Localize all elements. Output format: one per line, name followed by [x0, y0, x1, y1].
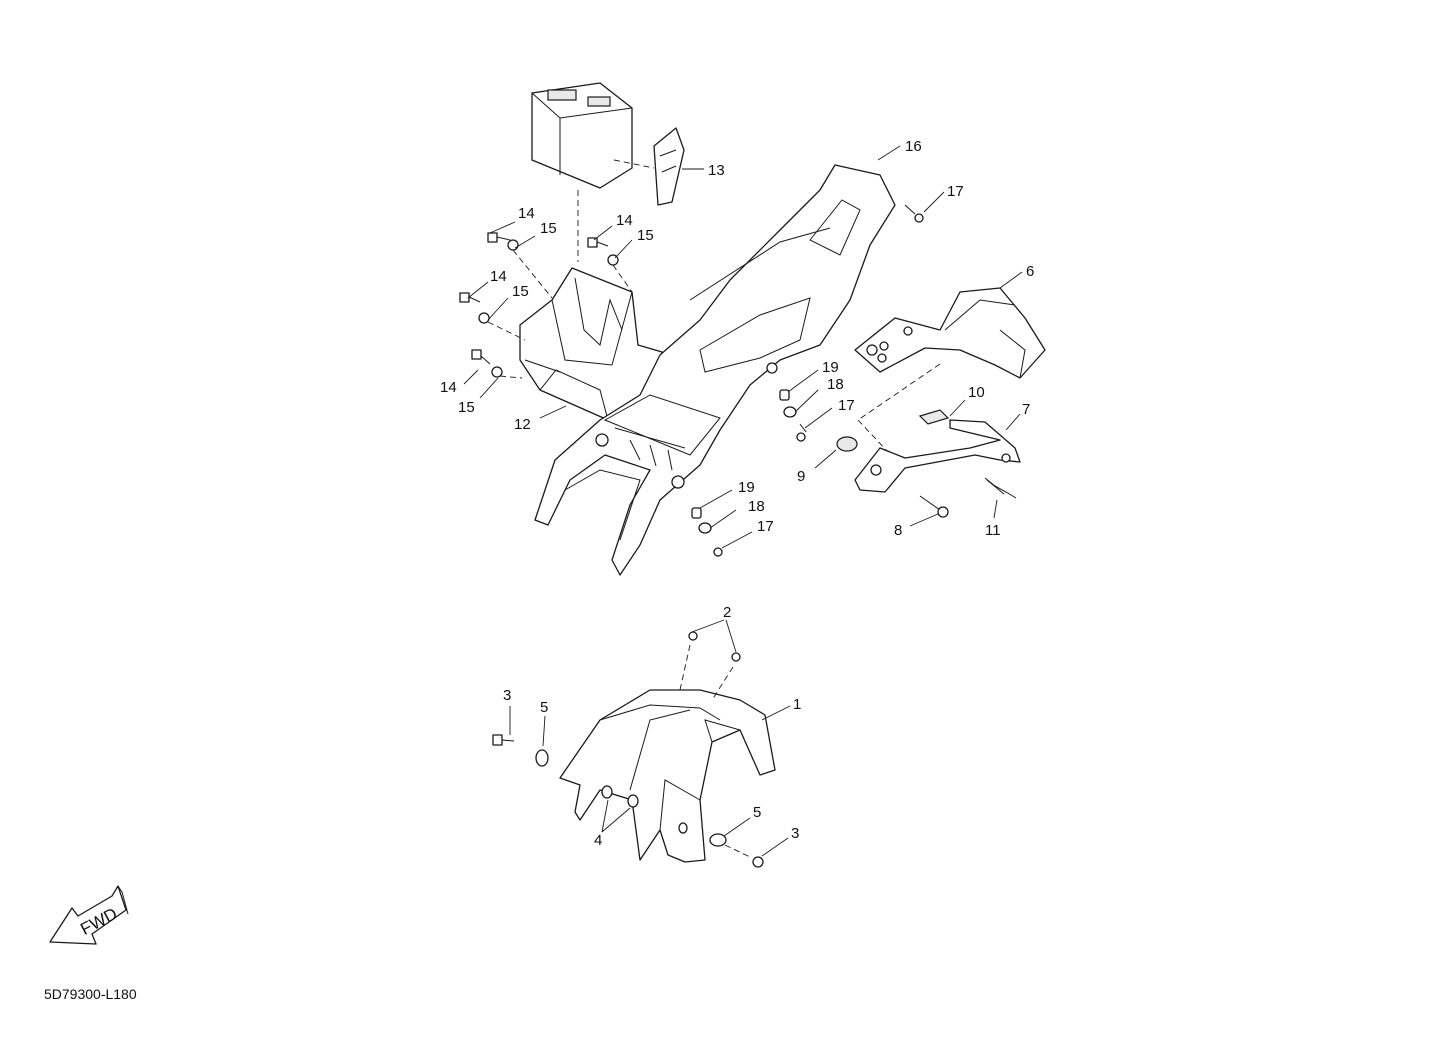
callout-15: 15: [458, 399, 475, 416]
callout-17: 17: [757, 518, 774, 535]
callout-3: 3: [503, 687, 511, 704]
damper: [836, 436, 858, 452]
callout-4: 4: [594, 832, 602, 849]
battery-box: [519, 267, 663, 421]
callout-15: 15: [540, 220, 557, 237]
callout-8: 8: [894, 522, 902, 539]
callout-18: 18: [748, 498, 765, 515]
callout-17: 17: [838, 397, 855, 414]
cable-tie: [984, 477, 1017, 499]
callout-14: 14: [518, 205, 535, 222]
fwd-arrow: FWD: [49, 885, 129, 945]
callout-14: 14: [490, 268, 507, 285]
callout-14: 14: [440, 379, 457, 396]
callout-15: 15: [637, 227, 654, 244]
callout-18: 18: [827, 376, 844, 393]
rear-fender: [534, 164, 896, 576]
callout-10: 10: [968, 384, 985, 401]
callout-numbers: 1 2 3 3 4 5 5 6 7 8 9 10 11 12 13 14 14 …: [440, 138, 1034, 849]
damper-pad: [918, 409, 950, 425]
callout-5: 5: [753, 804, 761, 821]
screws-battery-box: [459, 232, 619, 378]
battery-band: [653, 127, 685, 206]
callout-5: 5: [540, 699, 548, 716]
battery: [531, 82, 633, 189]
callout-12: 12: [514, 416, 531, 433]
callout-13: 13: [708, 162, 725, 179]
diagram-code: 5D79300-L180: [44, 986, 137, 1002]
callout-14: 14: [616, 212, 633, 229]
leader-lines: [463, 145, 1023, 857]
callout-6: 6: [1026, 263, 1034, 280]
fender-screws: [691, 204, 924, 557]
license-stay: [854, 419, 1021, 493]
callout-7: 7: [1022, 401, 1030, 418]
callout-2: 2: [723, 604, 731, 621]
bolt-8: [919, 495, 949, 518]
callout-1: 1: [793, 696, 801, 713]
callout-17: 17: [947, 183, 964, 200]
callout-11: 11: [985, 522, 1001, 539]
callout-19: 19: [738, 479, 755, 496]
callout-9: 9: [797, 468, 805, 485]
front-fender-bolts: [492, 631, 764, 868]
callout-3: 3: [791, 825, 799, 842]
callout-19: 19: [822, 359, 839, 376]
callout-15: 15: [512, 283, 529, 300]
callout-16: 16: [905, 138, 922, 155]
tail-bracket: [854, 287, 1046, 379]
front-fender: [559, 689, 776, 863]
